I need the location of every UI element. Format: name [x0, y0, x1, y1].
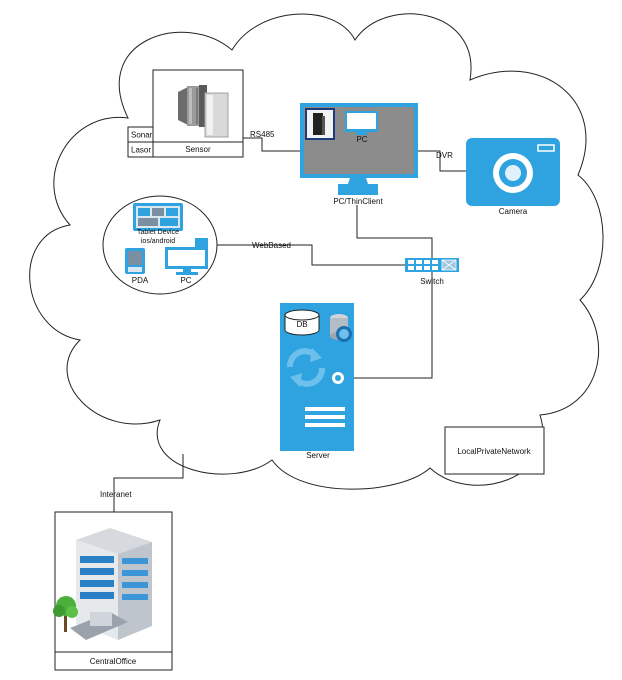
switch-label: Switch	[420, 277, 444, 286]
server-label: Server	[306, 451, 330, 460]
tablet-icon	[133, 203, 183, 231]
pda-icon	[125, 248, 145, 274]
sync-icon	[287, 348, 325, 387]
tablet-label: Tablet Device	[137, 229, 179, 236]
thinclient-icon	[305, 108, 335, 140]
pc-client-label: PC	[180, 276, 191, 285]
monitor-base	[338, 184, 378, 195]
pc-thinclient: PC PC/ThinClient	[300, 103, 418, 206]
webbased-label: WebBased	[252, 241, 291, 250]
db-icon	[284, 309, 320, 336]
pc-client-icon	[165, 238, 208, 275]
local-network-box: LocalPrivateNetwork	[444, 426, 545, 475]
database-network-icon	[330, 314, 352, 342]
pc-icon	[345, 111, 378, 135]
building-icon	[70, 528, 152, 640]
sensor-to-pc-line	[243, 137, 300, 152]
camera-label: Camera	[499, 207, 528, 216]
server-vent-3	[305, 423, 345, 427]
server-vent-2	[305, 415, 345, 419]
server-device: DB Server	[280, 303, 354, 460]
sonar-label: Sonar	[131, 131, 153, 140]
pc-to-camera-line	[418, 150, 466, 172]
dvr-label: DVR	[436, 151, 453, 160]
central-office-label: CentralOffice	[90, 657, 137, 666]
switch-to-server-line	[354, 272, 433, 379]
central-office: CentralOffice	[53, 511, 173, 671]
camera-device: Camera	[466, 138, 560, 216]
interanet-label: Interanet	[100, 490, 132, 499]
pda-label: PDA	[132, 276, 149, 285]
lasor-box: Lasor	[127, 141, 154, 158]
client-devices: Tablet Device ios/android PDA PC	[102, 195, 218, 295]
db-label: DB	[296, 320, 307, 329]
sensor-label: Sensor	[185, 145, 211, 154]
sonar-box: Sonar	[127, 126, 154, 143]
rs485-label: RS485	[250, 130, 275, 139]
tablet-os-label: ios/android	[141, 238, 175, 245]
pc-screen-label: PC	[356, 135, 367, 144]
pc-thinclient-label: PC/ThinClient	[333, 197, 383, 206]
tree-icon	[53, 596, 78, 632]
server-to-office-line	[113, 454, 184, 512]
switch-device: Switch	[405, 258, 459, 286]
sensor-icon	[178, 85, 229, 138]
camera-flash	[537, 144, 555, 152]
lasor-label: Lasor	[131, 146, 151, 155]
local-network-label: LocalPrivateNetwork	[457, 447, 531, 456]
monitor-neck	[348, 178, 368, 184]
sensor-device: Sensor	[152, 69, 244, 158]
server-vent-1	[305, 407, 345, 411]
thinclient-to-switch-line	[356, 205, 433, 258]
connection-lines	[113, 137, 466, 512]
clients-to-switch-line	[210, 244, 405, 266]
